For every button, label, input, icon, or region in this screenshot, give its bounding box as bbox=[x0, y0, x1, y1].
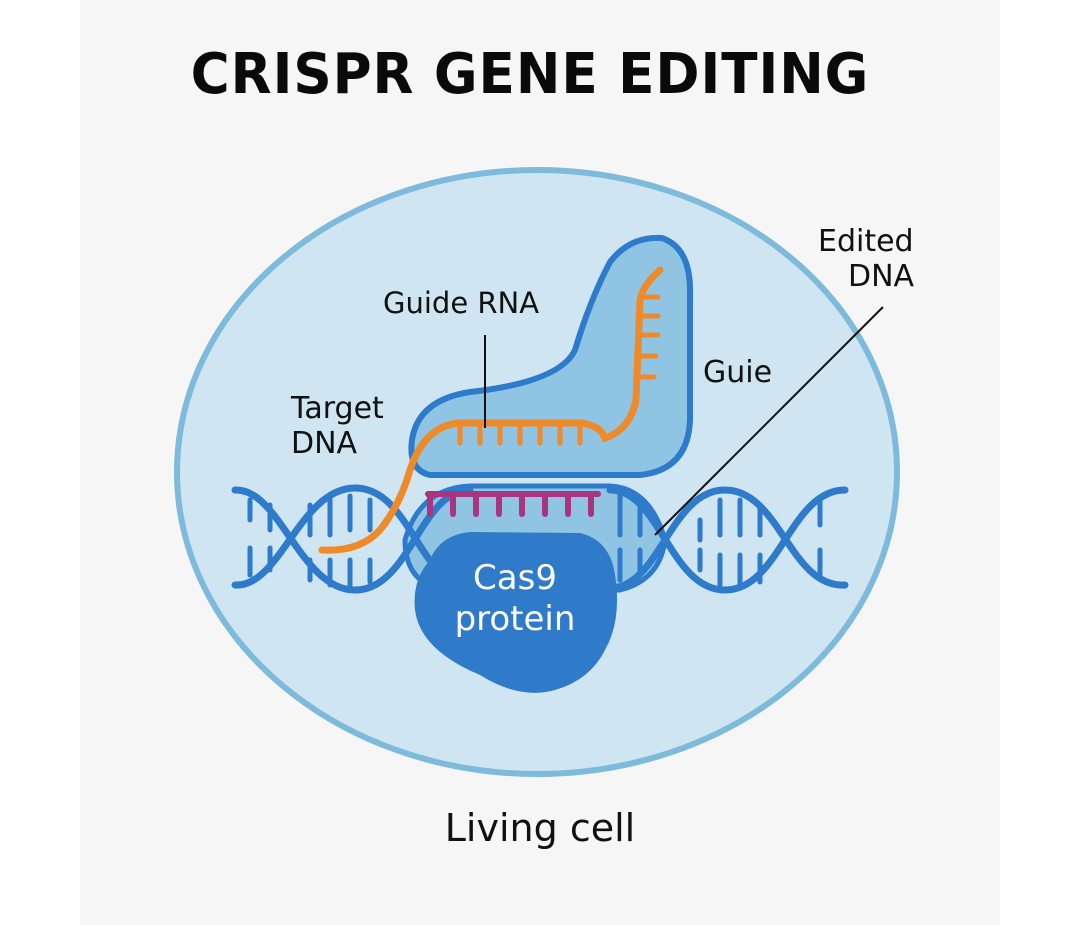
edited-dna-leader-line bbox=[654, 306, 884, 536]
guide-rna-bases bbox=[457, 294, 661, 446]
living-cell-caption: Living cell bbox=[444, 806, 636, 850]
guide-complex-blob bbox=[408, 234, 693, 478]
figure-title: CRISPR GENE EDITING bbox=[190, 42, 870, 107]
guie-label: Guie bbox=[703, 355, 773, 390]
dna-base-pairs bbox=[247, 492, 823, 589]
cas9-label-line1: Cas9 bbox=[473, 558, 557, 598]
target-sequence bbox=[425, 491, 601, 517]
target-dna-label-line1: Target bbox=[291, 391, 384, 426]
cas9-label-line2: protein bbox=[454, 599, 576, 639]
edited-dna-label-line2: DNA bbox=[848, 259, 915, 294]
guide-rna-label: Guide RNA bbox=[383, 286, 540, 320]
edited-dna-label-line1: Edited bbox=[818, 224, 914, 259]
cas9-protein bbox=[414, 532, 618, 693]
target-dna-label-line2: DNA bbox=[291, 426, 358, 461]
